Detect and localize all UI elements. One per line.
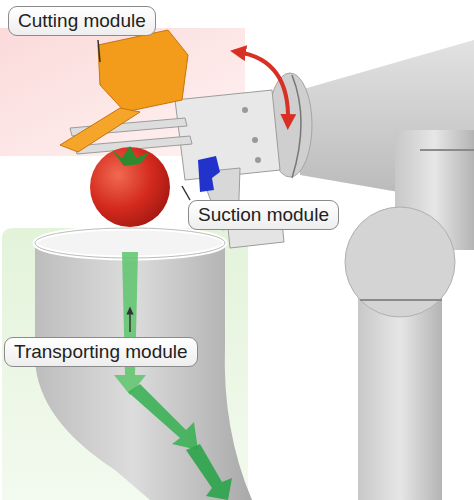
cutting-blade — [60, 108, 140, 152]
leader-line — [98, 40, 100, 62]
tomato-calyx — [112, 146, 150, 166]
joint-ring — [420, 149, 474, 151]
callout-text: Cutting module — [18, 10, 146, 32]
leader-line — [129, 310, 131, 332]
leader-line — [182, 186, 190, 200]
bolt — [255, 157, 261, 163]
callout-box: Transporting module — [4, 337, 198, 367]
bolt — [242, 107, 248, 113]
transport-tube — [35, 243, 252, 500]
flow-arrow — [128, 384, 198, 450]
flow-arrow — [186, 444, 232, 500]
cutting-module — [98, 30, 188, 112]
lower-arm-link — [358, 265, 442, 500]
tomato — [90, 147, 170, 227]
callout-box: Suction module — [188, 200, 339, 230]
rotation-arrow — [238, 52, 288, 122]
suction-cup — [198, 156, 220, 192]
joint-ring — [360, 299, 442, 301]
elbow-joint — [345, 207, 455, 317]
wrist-ring — [292, 75, 301, 178]
callout-text: Transporting module — [14, 341, 188, 363]
gripper-plate — [175, 90, 280, 180]
bolt — [252, 137, 258, 143]
callout-box: Cutting module — [8, 6, 156, 36]
flow-arrow — [114, 252, 146, 395]
callout-text: Suction module — [198, 204, 329, 226]
